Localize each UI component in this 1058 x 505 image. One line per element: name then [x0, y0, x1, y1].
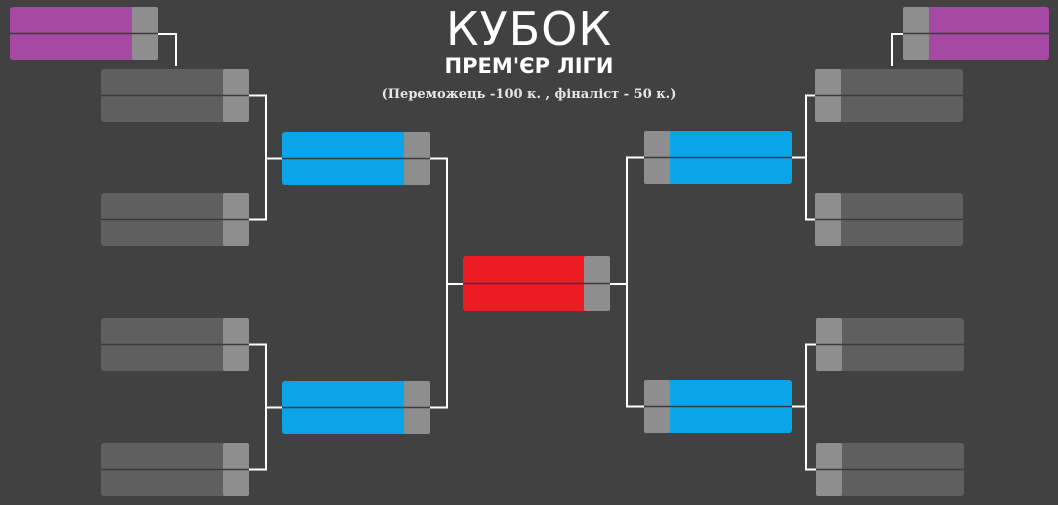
left-quarterfinal-match[interactable]: [101, 193, 249, 246]
final-match[interactable]: [463, 256, 610, 311]
prize-note: (Переможець -100 к. , фіналіст - 50 к.): [381, 87, 677, 102]
right-quarterfinal-match[interactable]: [816, 318, 964, 371]
right-semifinal-match[interactable]: [644, 380, 792, 433]
right-qualifier-match[interactable]: [903, 7, 1049, 60]
left-quarterfinal-match[interactable]: [101, 443, 249, 496]
connector-left-qualifier: [158, 33, 177, 66]
connector-left-quarter-pair: [249, 94, 267, 221]
connector-right-quarter-pair: [805, 94, 815, 221]
connector-right-semis: [626, 156, 644, 408]
left-quarterfinal-match[interactable]: [101, 318, 249, 371]
left-qualifier-match[interactable]: [10, 7, 158, 60]
right-quarterfinal-match[interactable]: [816, 443, 964, 496]
right-semifinal-match[interactable]: [644, 131, 792, 184]
connector-left-semis: [430, 157, 448, 409]
right-quarterfinal-match[interactable]: [815, 193, 963, 246]
connector-left-quarter-pair: [249, 343, 267, 471]
left-semifinal-match[interactable]: [282, 381, 430, 434]
left-quarterfinal-match[interactable]: [101, 69, 249, 122]
connector-right-qualifier: [891, 33, 903, 66]
league-subtitle: ПРЕМ'ЄР ЛІГИ: [444, 54, 614, 78]
left-semifinal-match[interactable]: [282, 132, 430, 185]
connector-right-quarter-pair: [805, 343, 816, 471]
right-quarterfinal-match[interactable]: [815, 69, 963, 122]
cup-title: КУБОК: [445, 2, 613, 56]
